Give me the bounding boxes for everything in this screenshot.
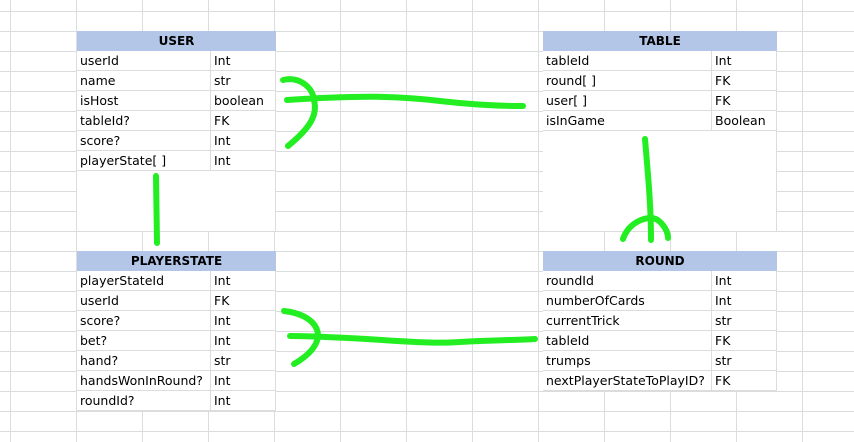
playerstate-crowfoot-lower <box>291 333 321 367</box>
field-type-cell[interactable]: Int <box>712 51 777 71</box>
field-type-cell[interactable]: Int <box>211 331 276 351</box>
field-type-cell[interactable]: FK <box>712 91 777 111</box>
field-type-cell[interactable]: FK <box>211 111 276 131</box>
field-type-cell[interactable]: Boolean <box>712 111 777 131</box>
playerstate-table-header[interactable]: PLAYERSTATE <box>77 251 276 271</box>
field-type-cell[interactable]: Int <box>211 131 276 151</box>
field-name-cell[interactable]: trumps <box>543 351 712 371</box>
field-name-cell[interactable]: bet? <box>77 331 211 351</box>
field-type-cell[interactable]: Int <box>211 271 276 291</box>
field-type-cell[interactable]: boolean <box>211 91 276 111</box>
field-type-cell[interactable]: FK <box>211 291 276 311</box>
field-type-cell[interactable]: Int <box>211 371 276 391</box>
table-table-header[interactable]: TABLE <box>543 31 777 51</box>
field-name-cell[interactable]: round[ ] <box>543 71 712 91</box>
field-name-cell[interactable]: isHost <box>77 91 211 111</box>
field-type-cell[interactable]: Int <box>712 291 777 311</box>
field-name-cell[interactable]: userId <box>77 51 211 71</box>
field-name-cell[interactable]: tableId? <box>77 111 211 131</box>
field-type-cell[interactable]: FK <box>712 331 777 351</box>
playerstate-round-link-line <box>287 333 538 346</box>
field-name-cell[interactable]: numberOfCards <box>543 291 712 311</box>
user-table-crowfoot-lower <box>285 97 318 149</box>
user-table-header[interactable]: USER <box>77 31 276 51</box>
field-name-cell[interactable]: user[ ] <box>543 91 712 111</box>
round-table-header[interactable]: ROUND <box>543 251 777 271</box>
field-type-cell[interactable]: Int <box>211 311 276 331</box>
field-name-cell[interactable]: currentTrick <box>543 311 712 331</box>
field-type-cell[interactable]: FK <box>712 371 777 391</box>
field-name-cell[interactable]: userId <box>77 291 211 311</box>
field-name-cell[interactable]: hand? <box>77 351 211 371</box>
field-type-cell[interactable]: str <box>712 351 777 371</box>
field-type-cell[interactable]: str <box>211 351 276 371</box>
field-name-cell[interactable]: roundId <box>543 271 712 291</box>
field-name-cell[interactable]: score? <box>77 311 211 331</box>
field-name-cell[interactable]: tableId <box>543 51 712 71</box>
field-type-cell[interactable]: Int <box>211 151 276 171</box>
field-name-cell[interactable]: roundId? <box>77 391 211 411</box>
field-type-cell[interactable]: Int <box>712 271 777 291</box>
field-type-cell[interactable]: Int <box>211 391 276 411</box>
user-table-crowfoot-upper <box>280 76 317 103</box>
field-type-cell[interactable]: Int <box>211 51 276 71</box>
field-type-cell[interactable]: str <box>211 71 276 91</box>
field-name-cell[interactable]: isInGame <box>543 111 712 131</box>
field-name-cell[interactable]: tableId <box>543 331 712 351</box>
field-type-cell[interactable]: FK <box>712 71 777 91</box>
field-name-cell[interactable]: name <box>77 71 211 91</box>
field-type-cell[interactable]: str <box>712 311 777 331</box>
field-name-cell[interactable]: handsWonInRound? <box>77 371 211 391</box>
playerstate-crowfoot-upper <box>281 308 321 339</box>
field-name-cell[interactable]: nextPlayerStateToPlayID? <box>543 371 712 391</box>
field-name-cell[interactable]: score? <box>77 131 211 151</box>
user-table-link-line <box>284 93 526 109</box>
field-name-cell[interactable]: playerStateId <box>77 271 211 291</box>
field-name-cell[interactable]: playerState[ ] <box>77 151 211 171</box>
